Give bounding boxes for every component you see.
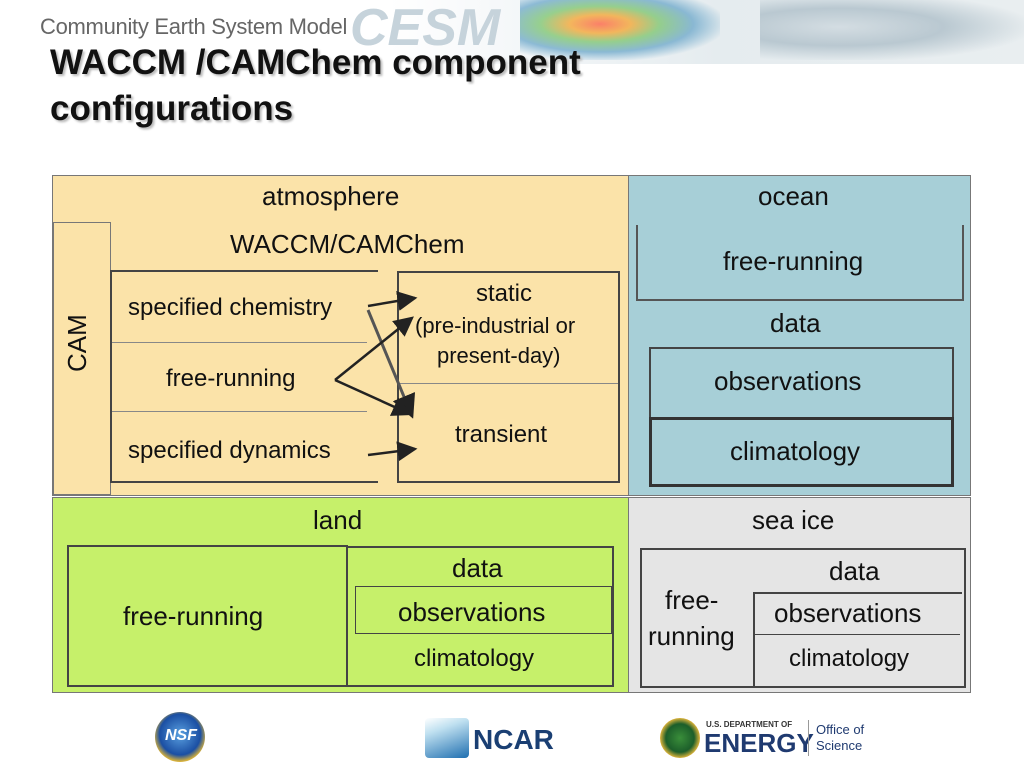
land-data-box	[348, 546, 614, 687]
land-panel	[52, 497, 629, 693]
land-free-running-box	[67, 545, 348, 687]
mode-specified-dynamics: specified dynamics	[128, 437, 331, 464]
arrow-chemistry-to-static	[367, 291, 418, 311]
cesm-logo: CESM	[350, 0, 501, 57]
forcing-box	[397, 271, 620, 483]
ocean-climatology-box	[649, 417, 954, 487]
waccm-camchem-label: WACCM/CAMChem	[230, 229, 465, 259]
ocean-panel	[628, 175, 971, 496]
forcing-static-detail-2: present-day)	[437, 343, 561, 368]
office-line-2: Science	[816, 738, 863, 753]
nsf-logo-text: NSF	[165, 727, 197, 744]
globe-map-image	[520, 0, 720, 60]
sea-ice-climatology: climatology	[789, 645, 910, 672]
sea-ice-free-running-2: running	[648, 621, 735, 651]
forcing-static: static	[476, 280, 533, 307]
land-climatology: climatology	[414, 645, 535, 672]
land-observations: observations	[398, 597, 546, 627]
ocean-observations: observations	[714, 366, 862, 396]
globe-map-image-2	[760, 0, 1024, 60]
land-data: data	[452, 553, 503, 583]
arrow-dynamics-to-transient	[367, 441, 418, 462]
forcing-static-detail-1: (pre-industrial or	[415, 313, 576, 338]
forcing-transient: transient	[455, 421, 548, 448]
sea-ice-observations: observations	[774, 598, 922, 628]
chemistry-modes-box	[110, 270, 378, 483]
sea-ice-climatology-divider	[755, 634, 960, 635]
arrow-chemistry-to-transient	[366, 309, 416, 419]
nsf-logo: NSF	[155, 712, 205, 762]
doe-seal	[660, 718, 700, 758]
mode-free-running: free-running	[166, 365, 296, 392]
atmosphere-label: atmosphere	[262, 181, 400, 211]
arrow-free-to-static	[334, 316, 414, 381]
sea-ice-free-running-box	[640, 548, 966, 688]
mode-divider	[112, 342, 367, 412]
land-free-running: free-running	[123, 601, 264, 631]
arrow-free-to-transient	[334, 378, 413, 416]
doe-divider	[808, 720, 809, 756]
cesm-subtitle: Community Earth System Model	[40, 14, 348, 39]
ncar-logo-mark	[425, 718, 469, 758]
doe-small-text: U.S. DEPARTMENT OF	[706, 720, 793, 729]
slide-title: WACCM /CAMChem component configurations	[50, 43, 581, 128]
ocean-free-running-box	[636, 225, 964, 301]
sea-ice-data-box	[753, 592, 962, 688]
sea-ice-panel	[628, 497, 971, 693]
ocean-free-running: free-running	[723, 246, 864, 276]
doe-logo: U.S. DEPARTMENT OF ENERGY Office of Scie…	[660, 716, 880, 762]
mode-specified-chemistry: specified chemistry	[128, 294, 333, 321]
ocean-climatology: climatology	[730, 436, 861, 466]
sea-ice-free-running-1: free-	[665, 585, 719, 615]
ocean-label: ocean	[758, 181, 829, 211]
ncar-logo-text: NCAR	[473, 724, 554, 755]
office-line-1: Office of	[816, 722, 865, 737]
sea-ice-data: data	[829, 556, 880, 586]
forcing-divider	[399, 383, 618, 384]
ncar-logo: NCAR	[425, 716, 557, 762]
sea-ice-label: sea ice	[752, 505, 835, 535]
ocean-data: data	[770, 308, 821, 338]
land-label: land	[313, 505, 363, 535]
land-observations-box	[355, 586, 612, 634]
doe-energy-text: ENERGY	[704, 728, 814, 758]
